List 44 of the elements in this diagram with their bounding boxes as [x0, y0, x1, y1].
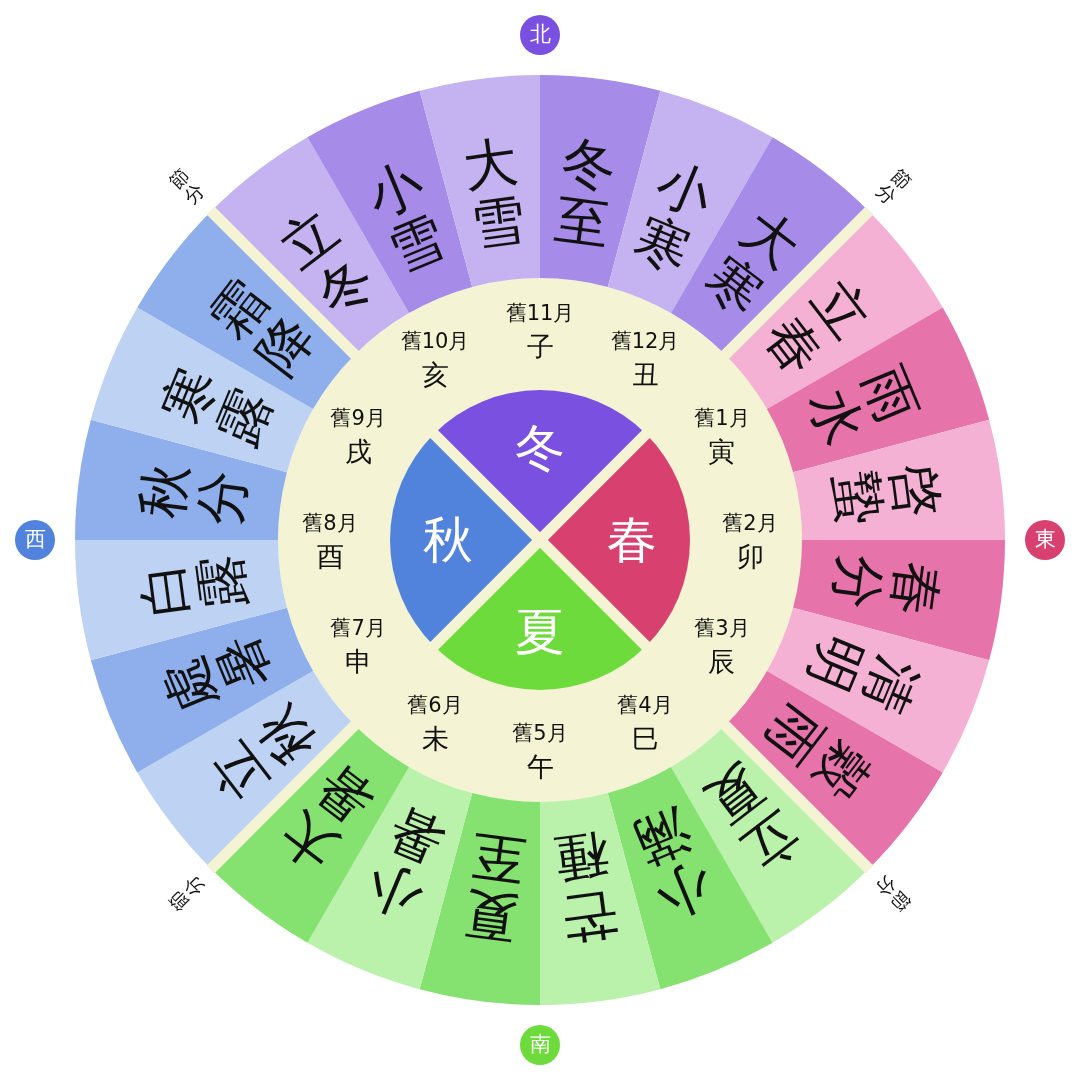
solar-term-label: 春分 — [824, 551, 950, 621]
solar-term-label: 夏至 — [459, 824, 529, 950]
month-label: 舊5月 — [512, 720, 568, 747]
earthly-branch-label: 丑 — [631, 358, 659, 393]
month-label: 舊9月 — [330, 405, 386, 432]
month-label: 舊6月 — [407, 691, 463, 719]
solar-term-label: 大雪 — [459, 130, 529, 256]
earthly-branch-label: 午 — [526, 750, 554, 784]
month-label: 舊4月 — [617, 691, 673, 719]
solar-term-label: 秋分 — [130, 459, 256, 529]
earthly-branch-label: 辰 — [708, 645, 736, 679]
earthly-branch-label: 巳 — [631, 721, 659, 756]
earthly-branch-label: 戌 — [344, 435, 372, 469]
solar-term-label: 啓蟄 — [824, 459, 950, 529]
season-label: 夏 — [515, 604, 565, 660]
solar-term-label: 白露 — [130, 551, 256, 621]
node-division-label: 節分 — [872, 164, 916, 208]
month-label: 舊1月 — [694, 405, 750, 432]
compass-label: 北 — [529, 23, 551, 47]
season-label: 春 — [607, 512, 657, 568]
node-division-label: 節分 — [164, 872, 208, 916]
month-label: 舊11月 — [505, 300, 575, 327]
earthly-branch-label: 未 — [421, 721, 449, 756]
earthly-branch-label: 卯 — [736, 540, 764, 574]
season-label: 冬 — [515, 420, 565, 476]
compass-label: 南 — [529, 1033, 551, 1057]
month-label: 舊12月 — [610, 328, 680, 356]
node-division-label: 節分 — [164, 164, 208, 208]
month-label: 舊3月 — [694, 615, 750, 642]
month-label: 舊2月 — [722, 510, 778, 537]
month-label: 舊10月 — [400, 328, 470, 356]
solar-term-label: 芒種 — [551, 824, 621, 950]
month-label: 舊8月 — [302, 510, 358, 537]
earthly-branch-label: 寅 — [708, 435, 736, 469]
earthly-branch-label: 子 — [526, 330, 554, 364]
month-label: 舊7月 — [330, 615, 386, 642]
compass-label: 東 — [1034, 528, 1056, 552]
earthly-branch-label: 亥 — [421, 358, 449, 393]
compass-label: 西 — [24, 528, 46, 552]
node-division-label: 節分 — [872, 872, 916, 916]
solar-term-label: 冬至 — [551, 130, 621, 256]
earthly-branch-label: 申 — [344, 645, 372, 679]
season-label: 秋 — [423, 512, 473, 568]
earthly-branch-label: 酉 — [316, 540, 344, 574]
